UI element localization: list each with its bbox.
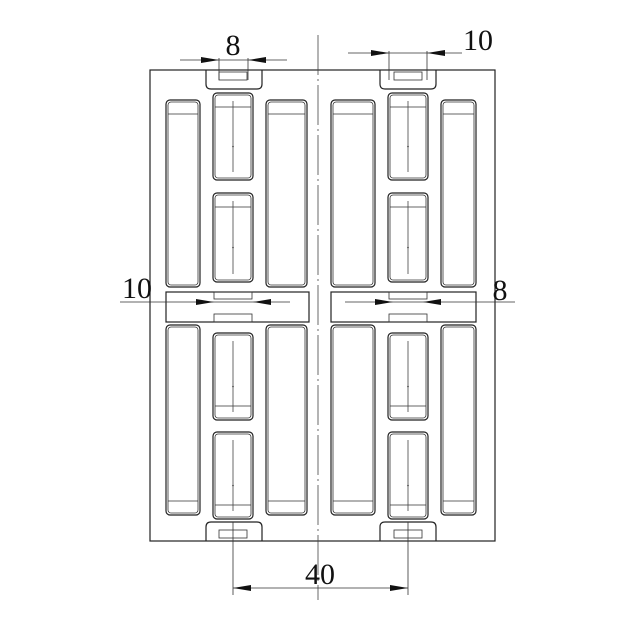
- top-tab-1: [379, 70, 437, 90]
- middle-band-right: [330, 291, 477, 323]
- dim-middle-left-arrow-a: [196, 299, 214, 305]
- dim-bottom-arrow-b: [390, 585, 408, 591]
- small-slot-lower-a-1-inner: [389, 334, 427, 419]
- bottom-tab-0: [205, 521, 263, 541]
- long-slot-upper-2: [330, 99, 376, 288]
- middle-band-left: [165, 291, 310, 323]
- dim-middle-right-arrow-b: [423, 299, 441, 305]
- dim-middle-right-label: 8: [493, 274, 508, 307]
- long-slot-lower-3-inner: [442, 326, 475, 514]
- small-slot-upper-a-1-inner: [389, 94, 427, 179]
- small-slot-upper-b-0-inner: [214, 194, 252, 281]
- long-slot-upper-2-inner: [332, 101, 374, 286]
- long-slot-lower-0-inner: [167, 326, 199, 514]
- small-slot-upper-b-0: [212, 192, 254, 283]
- top-tab-slot-0: [218, 71, 248, 81]
- middle-band-notch-bottom-left: [213, 313, 253, 323]
- dim-middle-right-arrow-a: [375, 299, 393, 305]
- small-slot-upper-b-1-inner: [389, 194, 427, 281]
- dim-top-right-arrow-b: [427, 50, 445, 56]
- dim-middle-left-label: 10: [122, 272, 152, 305]
- small-slot-lower-b-0: [212, 431, 254, 520]
- long-slot-lower-2: [330, 324, 376, 516]
- small-slot-lower-b-1-center-point: [407, 484, 409, 487]
- tray-body: [149, 35, 496, 600]
- small-slot-upper-b-1: [387, 192, 429, 283]
- small-slot-upper-a-1-center-point: [407, 145, 409, 148]
- small-slot-upper-a-1: [387, 92, 429, 181]
- long-slot-upper-1-inner: [267, 101, 306, 286]
- long-slot-upper-0: [165, 99, 201, 288]
- small-slot-lower-a-1-center-point: [407, 385, 409, 388]
- dim-top-right-label: 10: [463, 24, 493, 57]
- long-slot-lower-0: [165, 324, 201, 516]
- middle-band-notch-top-left: [213, 291, 253, 300]
- small-slot-upper-b-1-center-point: [407, 246, 409, 249]
- long-slot-upper-3-inner: [442, 101, 475, 286]
- middle-band-notch-top-right: [388, 291, 428, 300]
- small-slot-upper-b-0-center-point: [232, 246, 234, 249]
- small-slot-lower-a-0-inner: [214, 334, 252, 419]
- small-slot-upper-a-0: [212, 92, 254, 181]
- long-slot-upper-0-inner: [167, 101, 199, 286]
- long-slot-lower-1-inner: [267, 326, 306, 514]
- small-slot-upper-a-0-center-point: [232, 145, 234, 148]
- small-slot-lower-b-0-center-point: [232, 484, 234, 487]
- outer-frame: [149, 69, 496, 542]
- dim-top-left-label: 8: [226, 29, 241, 62]
- dim-bottom-label: 40: [305, 558, 335, 591]
- small-slot-lower-b-0-inner: [214, 433, 252, 518]
- long-slot-lower-2-inner: [332, 326, 374, 514]
- dim-middle-left-arrow-b: [253, 299, 271, 305]
- small-slot-lower-b-1: [387, 431, 429, 520]
- small-slot-lower-a-0-center-point: [232, 385, 234, 388]
- long-slot-lower-3: [440, 324, 477, 516]
- middle-band-notch-bottom-right: [388, 313, 428, 323]
- top-tab-slot-1: [393, 71, 423, 81]
- dimension-lines: [120, 50, 515, 595]
- dim-bottom-arrow-a: [233, 585, 251, 591]
- small-slot-upper-a-0-inner: [214, 94, 252, 179]
- dim-top-left-arrow-b: [248, 57, 266, 63]
- dim-top-left-arrow-a: [201, 57, 219, 63]
- small-slot-lower-a-1: [387, 332, 429, 421]
- long-slot-upper-3: [440, 99, 477, 288]
- top-tab-0: [205, 70, 263, 90]
- small-slot-lower-a-0: [212, 332, 254, 421]
- long-slot-upper-1: [265, 99, 308, 288]
- long-slot-lower-1: [265, 324, 308, 516]
- small-slot-lower-b-1-inner: [389, 433, 427, 518]
- dim-top-right-arrow-a: [371, 50, 389, 56]
